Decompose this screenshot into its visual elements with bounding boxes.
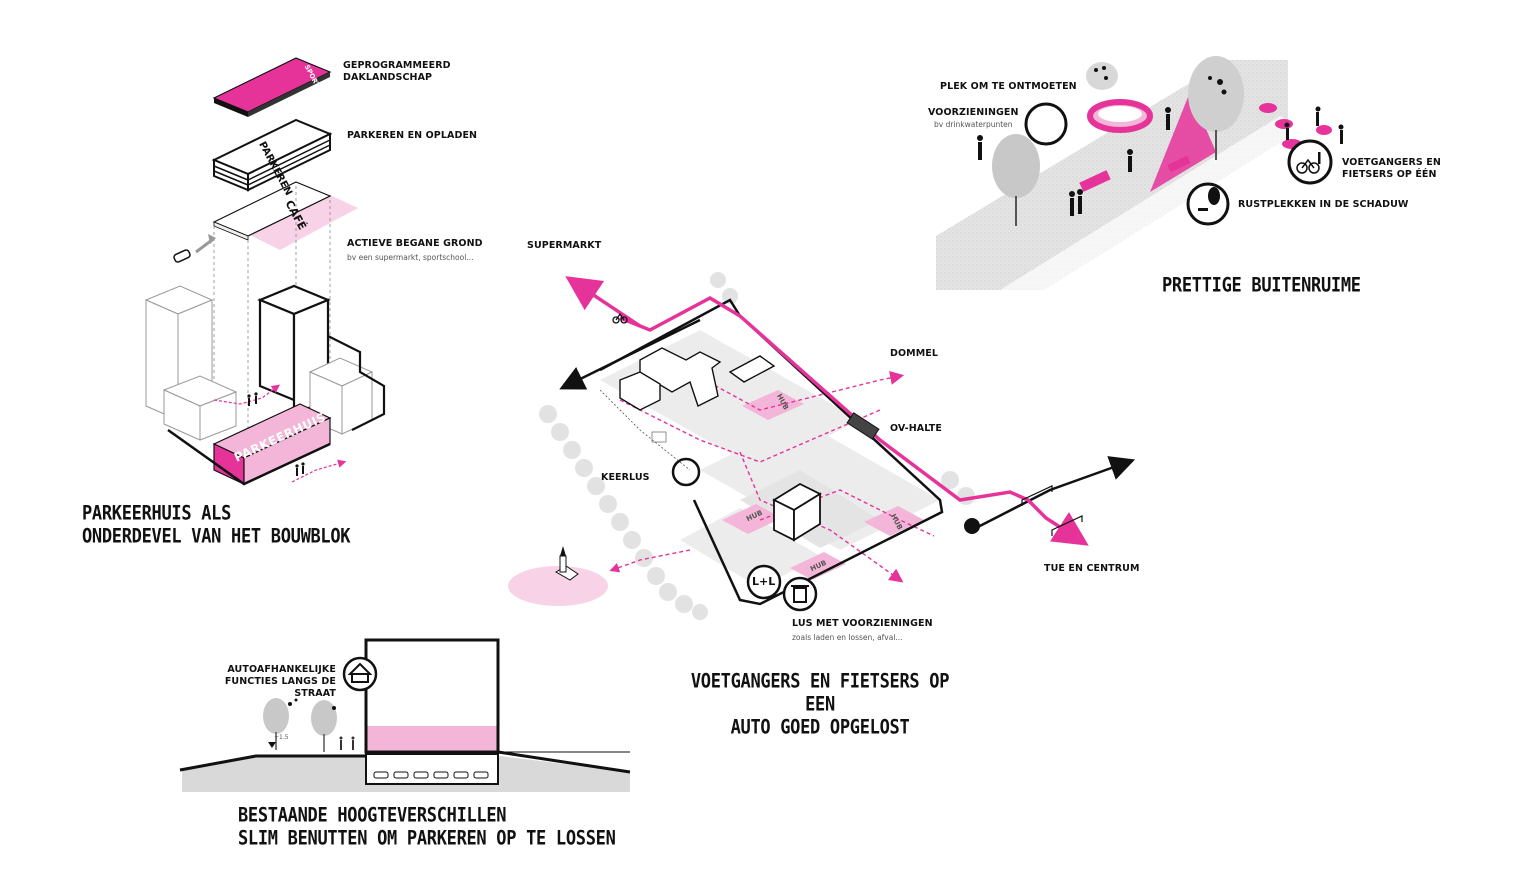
section-panel-title: BESTAANDE HOOGTEVERSCHILLEN SLIM BENUTTE… xyxy=(238,804,616,850)
loop-sublabel: zoals laden en lossen, afval... xyxy=(792,633,903,642)
site-panel-title: VOETGANGERS EN FIETSERS OP EEN AUTO GOED… xyxy=(690,670,950,739)
parking-stack-panel xyxy=(144,57,386,486)
bench-icon xyxy=(1186,182,1230,226)
people-icon xyxy=(977,106,1344,216)
cyclist-icon xyxy=(1287,139,1333,185)
level-label: +1.5 xyxy=(274,734,289,741)
house-icon xyxy=(342,656,378,692)
roof-label: GEPROGRAMMEERD DAKLANDSCHAP xyxy=(343,60,451,83)
car-icon xyxy=(173,249,191,263)
dommel-label: DOMMEL xyxy=(890,348,939,359)
facilities-sublabel: bv drinkwaterpunten xyxy=(934,120,1013,129)
building-block xyxy=(144,285,238,441)
pedestrians-label: VOETGANGERS EN FIETSERS OP ÉÉN xyxy=(1342,157,1441,180)
loading-icon xyxy=(746,564,782,600)
hub-block xyxy=(722,390,924,580)
bus-icon xyxy=(846,412,980,534)
car-functions-label: AUTOAFHANKELIJKE FUNCTIES LANGS DE STRAA… xyxy=(224,664,336,699)
roof-layer xyxy=(212,57,332,117)
tree-row xyxy=(539,272,975,620)
parking-label: PARKEREN EN OPLADEN xyxy=(347,130,478,141)
site-plan-panel xyxy=(508,272,1136,620)
ground-sublabel: bv een supermarkt, sportschool... xyxy=(347,253,474,262)
trash-icon xyxy=(782,576,818,612)
supermarkt-label: SUPERMARKT xyxy=(527,240,602,251)
tree-icon xyxy=(263,698,337,752)
car-icon xyxy=(964,518,980,534)
car-icon xyxy=(373,771,489,779)
loop-label: LUS MET VOORZIENINGEN xyxy=(792,618,933,629)
ground-label: ACTIEVE BEGANE GROND xyxy=(347,238,483,249)
rest-label: RUSTPLEKKEN IN DE SCHADUW xyxy=(1238,199,1409,210)
outdoor-panel-title: PRETTIGE BUITENRUIME xyxy=(1162,274,1361,297)
keerlus-label: KEERLUS xyxy=(601,472,650,483)
facilities-label: VOORZIENINGEN xyxy=(928,107,1019,118)
cyclist-icon xyxy=(612,312,628,324)
people-icon xyxy=(247,392,305,476)
parkeerhuis-block xyxy=(167,403,332,486)
parking-layer xyxy=(211,118,333,192)
parking-panel-title: PARKEERHUIS ALS ONDERDEVEL VAN HET BOUWB… xyxy=(82,502,351,548)
building-block xyxy=(772,482,822,542)
church-icon xyxy=(508,546,608,606)
meet-label: PLEK OM TE ONTMOETEN xyxy=(940,81,1077,92)
ov-halte-label: OV-HALTE xyxy=(890,423,942,434)
outdoor-space-panel xyxy=(936,56,1344,290)
tree-icon xyxy=(992,56,1244,226)
tue-label: TUE EN CENTRUM xyxy=(1044,563,1140,574)
ground-layer xyxy=(212,181,358,250)
section-panel xyxy=(179,638,631,792)
ll-tag: L+L xyxy=(752,575,776,588)
